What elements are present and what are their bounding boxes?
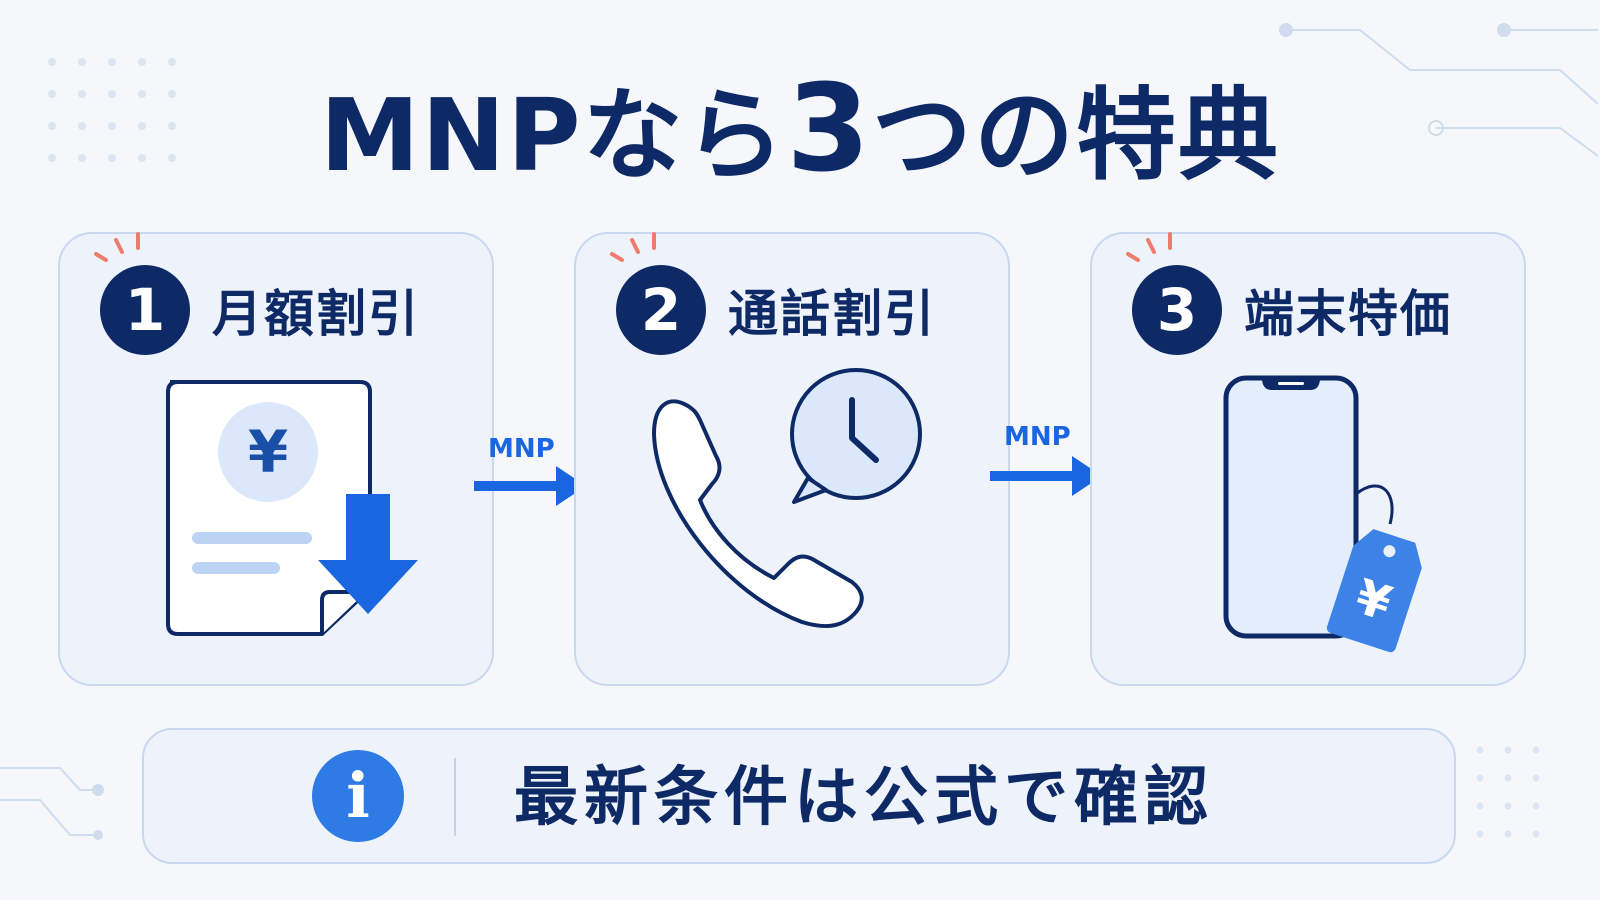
arrow-right-icon	[474, 466, 586, 506]
arrow-label: MNP	[488, 434, 555, 464]
card-number-badge: 3	[1132, 265, 1222, 355]
divider	[454, 758, 456, 836]
title-number: 3	[786, 60, 872, 199]
card-title: 端末特価	[1244, 285, 1452, 343]
yen-symbol: ¥	[248, 418, 288, 486]
sparkle-icon	[610, 232, 656, 262]
sparkle-icon	[1126, 232, 1172, 262]
mnp-arrow: MNP	[986, 422, 1106, 502]
phone-clock-icon	[652, 368, 922, 629]
arrow-right-icon	[990, 456, 1102, 496]
info-icon: i	[312, 750, 404, 842]
card-title: 月額割引	[212, 285, 420, 343]
benefit-card-monthly-discount: 1 月額割引 ¥	[58, 232, 494, 686]
card-number-badge: 2	[616, 265, 706, 355]
mnp-arrow: MNP	[470, 434, 590, 514]
notice-box: i 最新条件は公式で確認	[142, 728, 1456, 864]
arrow-label: MNP	[1004, 422, 1071, 452]
benefit-card-call-discount: 2 通話割引	[574, 232, 1010, 686]
invoice-yen-download-icon: ¥	[166, 380, 418, 636]
card-title: 通話割引	[728, 285, 936, 343]
sparkle-icon	[94, 232, 140, 262]
card-number-badge: 1	[100, 265, 190, 355]
notice-text: 最新条件は公式で確認	[514, 761, 1214, 835]
page-title: MNPなら3つの特典	[0, 60, 1600, 206]
title-prefix: MNPなら	[320, 77, 787, 194]
title-suffix: つの特典	[872, 77, 1280, 194]
benefit-card-device-discount: 3 端末特価 ¥	[1090, 232, 1526, 686]
smartphone-price-tag-icon: ¥	[1223, 375, 1422, 653]
